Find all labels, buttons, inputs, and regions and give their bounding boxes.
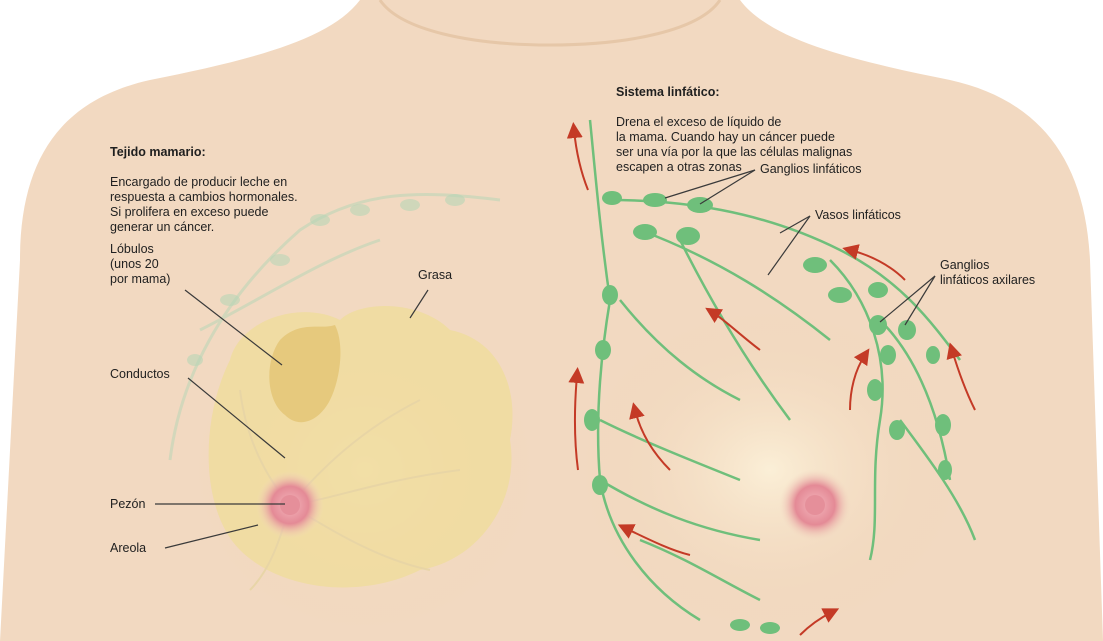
sistema-linfatico-block: Sistema linfático: Drena el exceso de lí… [616,70,852,175]
tejido-title: Tejido mamario: [110,145,298,160]
tejido-body: Encargado de producir leche en respuesta… [110,175,298,234]
left-nipple [280,495,300,515]
label-conductos: Conductos [110,367,170,382]
label-areola: Areola [110,541,146,556]
label-grasa: Grasa [418,268,452,283]
right-breast [580,310,960,630]
label-pezon: Pezón [110,497,145,512]
label-ganglios-linfaticos: Ganglios linfáticos [760,162,861,177]
label-vasos-linfaticos: Vasos linfáticos [815,208,901,223]
sistema-title: Sistema linfático: [616,85,852,100]
tejido-mamario-block: Tejido mamario: Encargado de producir le… [110,130,298,235]
label-ganglios-axilares: Ganglios linfáticos axilares [940,258,1035,288]
label-lobulos: Lóbulos (unos 20 por mama) [110,242,170,287]
right-nipple [805,495,825,515]
